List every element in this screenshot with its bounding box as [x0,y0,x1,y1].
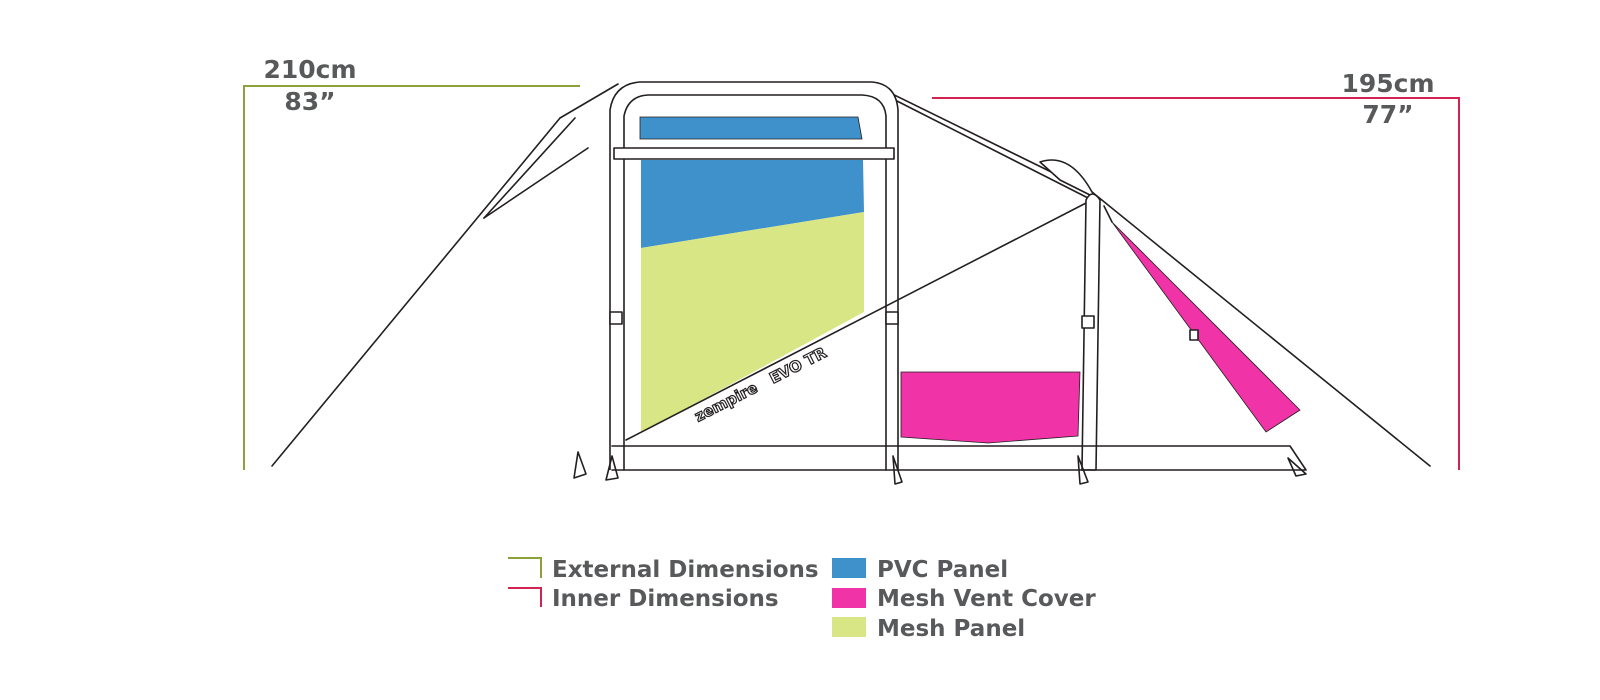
legend-item-external-dimensions: External Dimensions [508,557,819,583]
pvc-roof-window [639,116,863,140]
inner-dimension-imperial: 77” [1362,100,1413,129]
legend-pvc-swatch [832,558,866,578]
mesh-vent-cover-side [900,371,1081,444]
legend-item-mesh-panel: Mesh Panel [832,616,1025,642]
inner-dimension-metric: 195cm [1341,69,1434,98]
beam-clip-4 [1189,329,1199,341]
external-dimension-group: 210cm 83” [243,55,580,470]
rear-air-beam [1081,193,1101,471]
legend-item-pvc-panel: PVC Panel [832,557,1008,583]
roof-crossbar [613,147,895,160]
legend-external-label: External Dimensions [552,557,819,583]
legend-item-inner-dimensions: Inner Dimensions [508,586,779,612]
mesh-door-panel [641,212,864,433]
peg-3 [892,455,903,485]
front-air-beam-inner [623,94,887,471]
legend-inner-label: Inner Dimensions [552,586,779,612]
legend: External Dimensions Inner Dimensions PVC… [508,557,1096,642]
external-dimension-line [243,85,580,470]
inner-dimension-line [932,97,1460,470]
legend-mesh-panel-label: Mesh Panel [877,616,1025,642]
legend-mesh-vent-label: Mesh Vent Cover [877,586,1096,612]
beam-clip-3 [1081,315,1095,329]
legend-pvc-label: PVC Panel [877,557,1008,583]
door-zip-line [625,201,1089,441]
left-guy-line-inner [483,147,589,219]
peg-5 [1287,457,1307,477]
groundsheet-line [611,445,1307,471]
external-dimension-metric: 210cm [263,55,356,84]
left-guy-line-diag [483,117,576,219]
left-guy-line-top [559,83,619,119]
legend-inner-line-icon [508,587,542,607]
right-guy-line [1091,191,1431,467]
legend-external-line-icon [508,557,542,578]
tent-pegs [573,451,1307,485]
tent-illustration: zempire EVO TR [271,81,1431,485]
external-dimension-imperial: 83” [284,87,335,116]
peg-1 [573,451,587,479]
beam-clip-1 [609,311,623,325]
peg-2 [605,455,619,481]
rear-vent-edge [1103,205,1113,223]
left-guy-line-outer [271,117,561,467]
legend-mesh-vent-swatch [832,588,866,608]
peg-4 [1077,455,1089,485]
beam-clip-2 [885,311,899,325]
legend-mesh-panel-swatch [832,617,866,637]
inner-dimension-group: 195cm 77” [932,69,1460,470]
roof-slope-lower [894,99,1093,201]
mesh-vent-cover-rear [1111,221,1301,433]
pvc-door-panel [641,160,864,248]
legend-item-mesh-vent-cover: Mesh Vent Cover [832,586,1096,612]
